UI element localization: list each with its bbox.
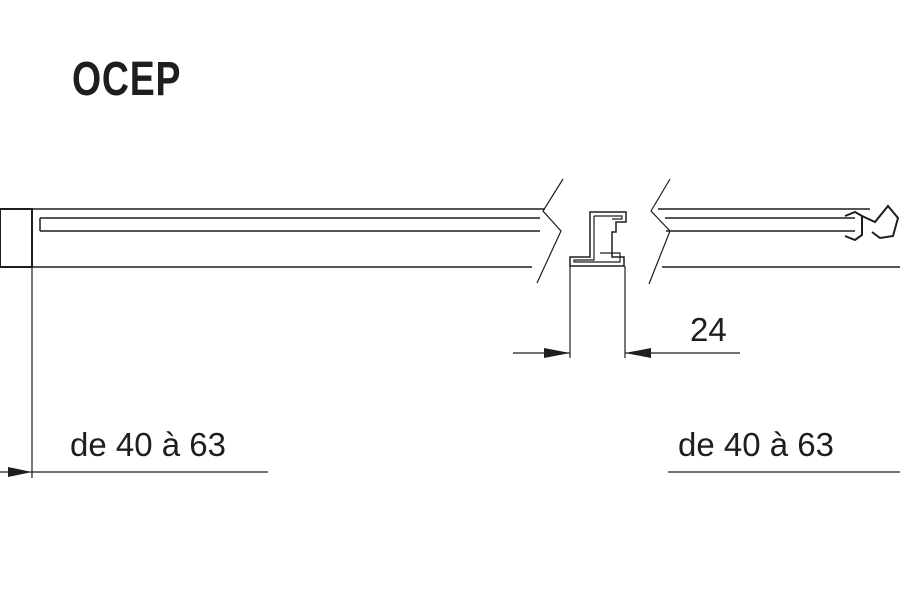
right-end-clip xyxy=(844,204,900,242)
center-profile-inner xyxy=(573,215,623,263)
left-dimension-arrow xyxy=(8,467,32,477)
left-width-dimension-label: de 40 à 63 xyxy=(70,426,226,463)
right-rail-slot xyxy=(665,217,855,232)
left-break-line-1 xyxy=(536,178,564,284)
right-rail xyxy=(658,208,900,268)
left-end-cap xyxy=(0,208,33,268)
drawing-title: OCEP xyxy=(72,53,182,106)
left-rail xyxy=(32,208,545,268)
left-rail-slot xyxy=(39,217,540,232)
gap-arrow-right xyxy=(625,348,651,358)
right-width-dimension-label: de 40 à 63 xyxy=(678,426,834,463)
right-break-line xyxy=(648,178,671,285)
center-profile xyxy=(569,211,627,267)
gap-arrow-left xyxy=(544,348,570,358)
gap-dimension-label: 24 xyxy=(690,311,727,348)
